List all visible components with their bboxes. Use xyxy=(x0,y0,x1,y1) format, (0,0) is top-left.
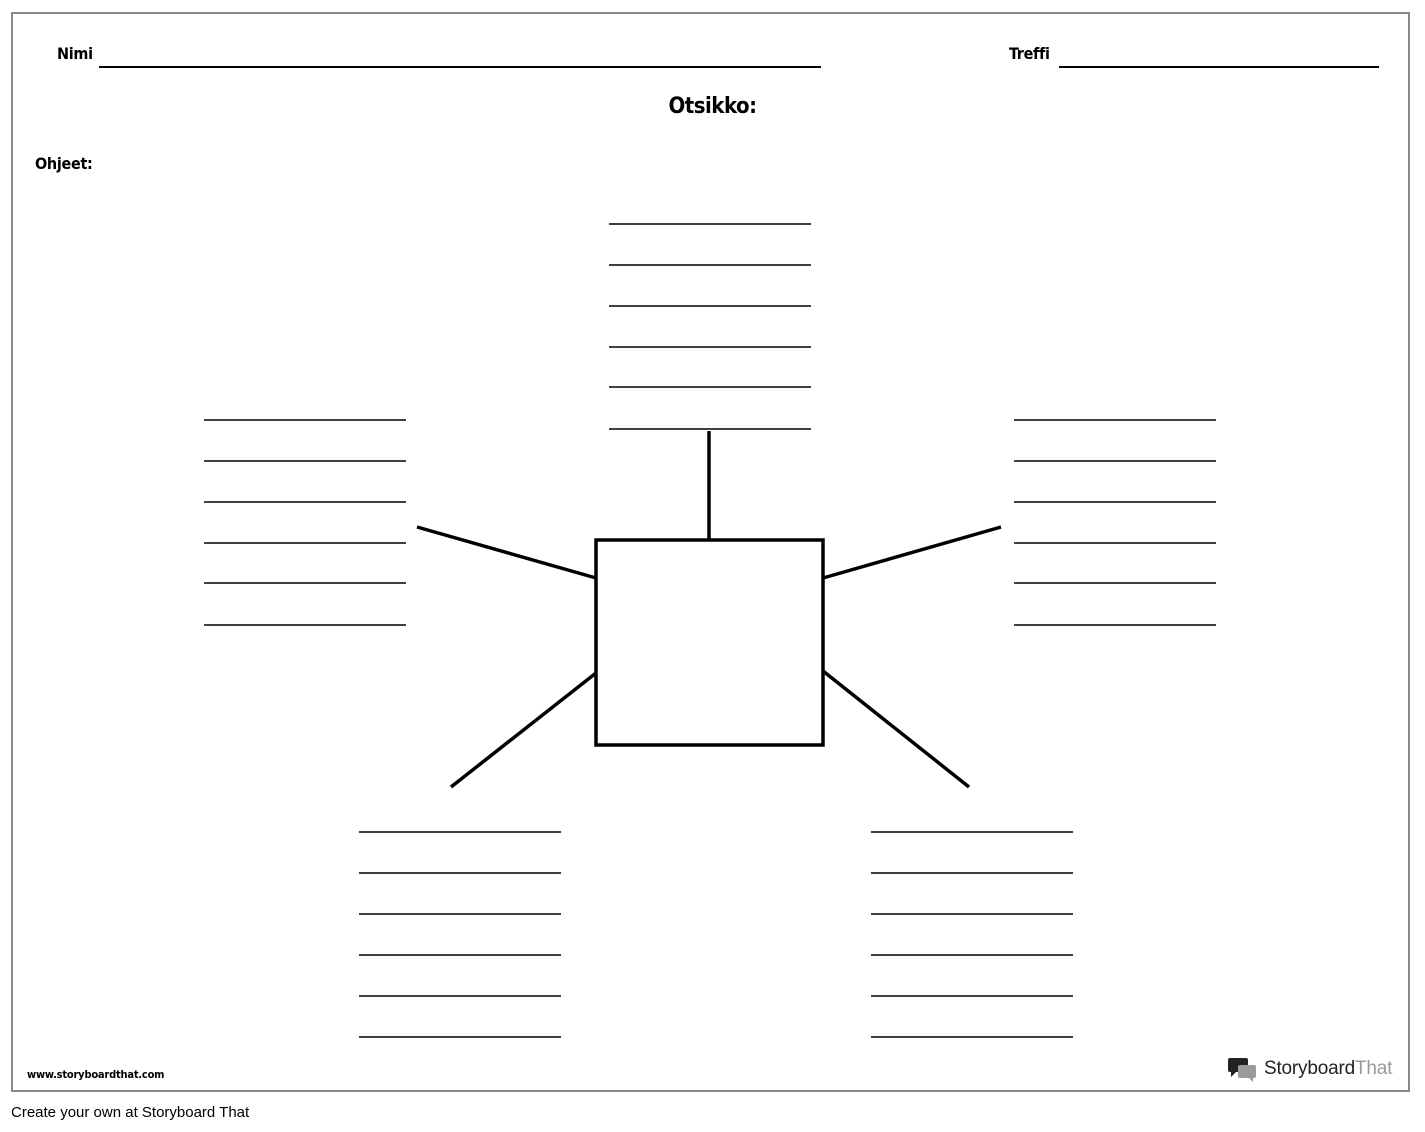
center-box[interactable] xyxy=(594,538,825,747)
create-your-own-link[interactable]: Create your own at Storyboard That xyxy=(11,1104,250,1121)
connector-bottom-right xyxy=(821,669,971,789)
date-field-line[interactable] xyxy=(1059,66,1379,68)
bottom-left-writing-lines xyxy=(359,831,561,1038)
name-label: Nimi xyxy=(57,44,93,63)
spider-map-diagram xyxy=(204,223,1216,1038)
name-field-line[interactable] xyxy=(99,66,821,68)
site-url: www.storyboardthat.com xyxy=(27,1068,165,1081)
top-writing-lines xyxy=(609,223,811,430)
worksheet: Nimi Treffi Otsikko: Ohjeet: xyxy=(11,12,1410,1092)
connector-right xyxy=(822,525,1002,580)
connector-left xyxy=(416,525,597,580)
bottom-right-writing-lines xyxy=(871,831,1073,1038)
left-writing-lines xyxy=(204,419,406,626)
date-label: Treffi xyxy=(1009,44,1050,63)
logo-word-dark: Storyboard xyxy=(1264,1058,1355,1079)
instructions-label: Ohjeet: xyxy=(35,154,93,173)
worksheet-title: Otsikko: xyxy=(668,94,757,119)
speech-bubbles-icon xyxy=(1228,1056,1258,1082)
logo-word-light: That xyxy=(1354,1058,1393,1079)
storyboardthat-logo: StoryboardThat xyxy=(1228,1056,1392,1082)
right-writing-lines xyxy=(1014,419,1216,626)
connector-bottom-left xyxy=(449,671,598,789)
logo-wordmark: StoryboardThat xyxy=(1264,1058,1392,1080)
